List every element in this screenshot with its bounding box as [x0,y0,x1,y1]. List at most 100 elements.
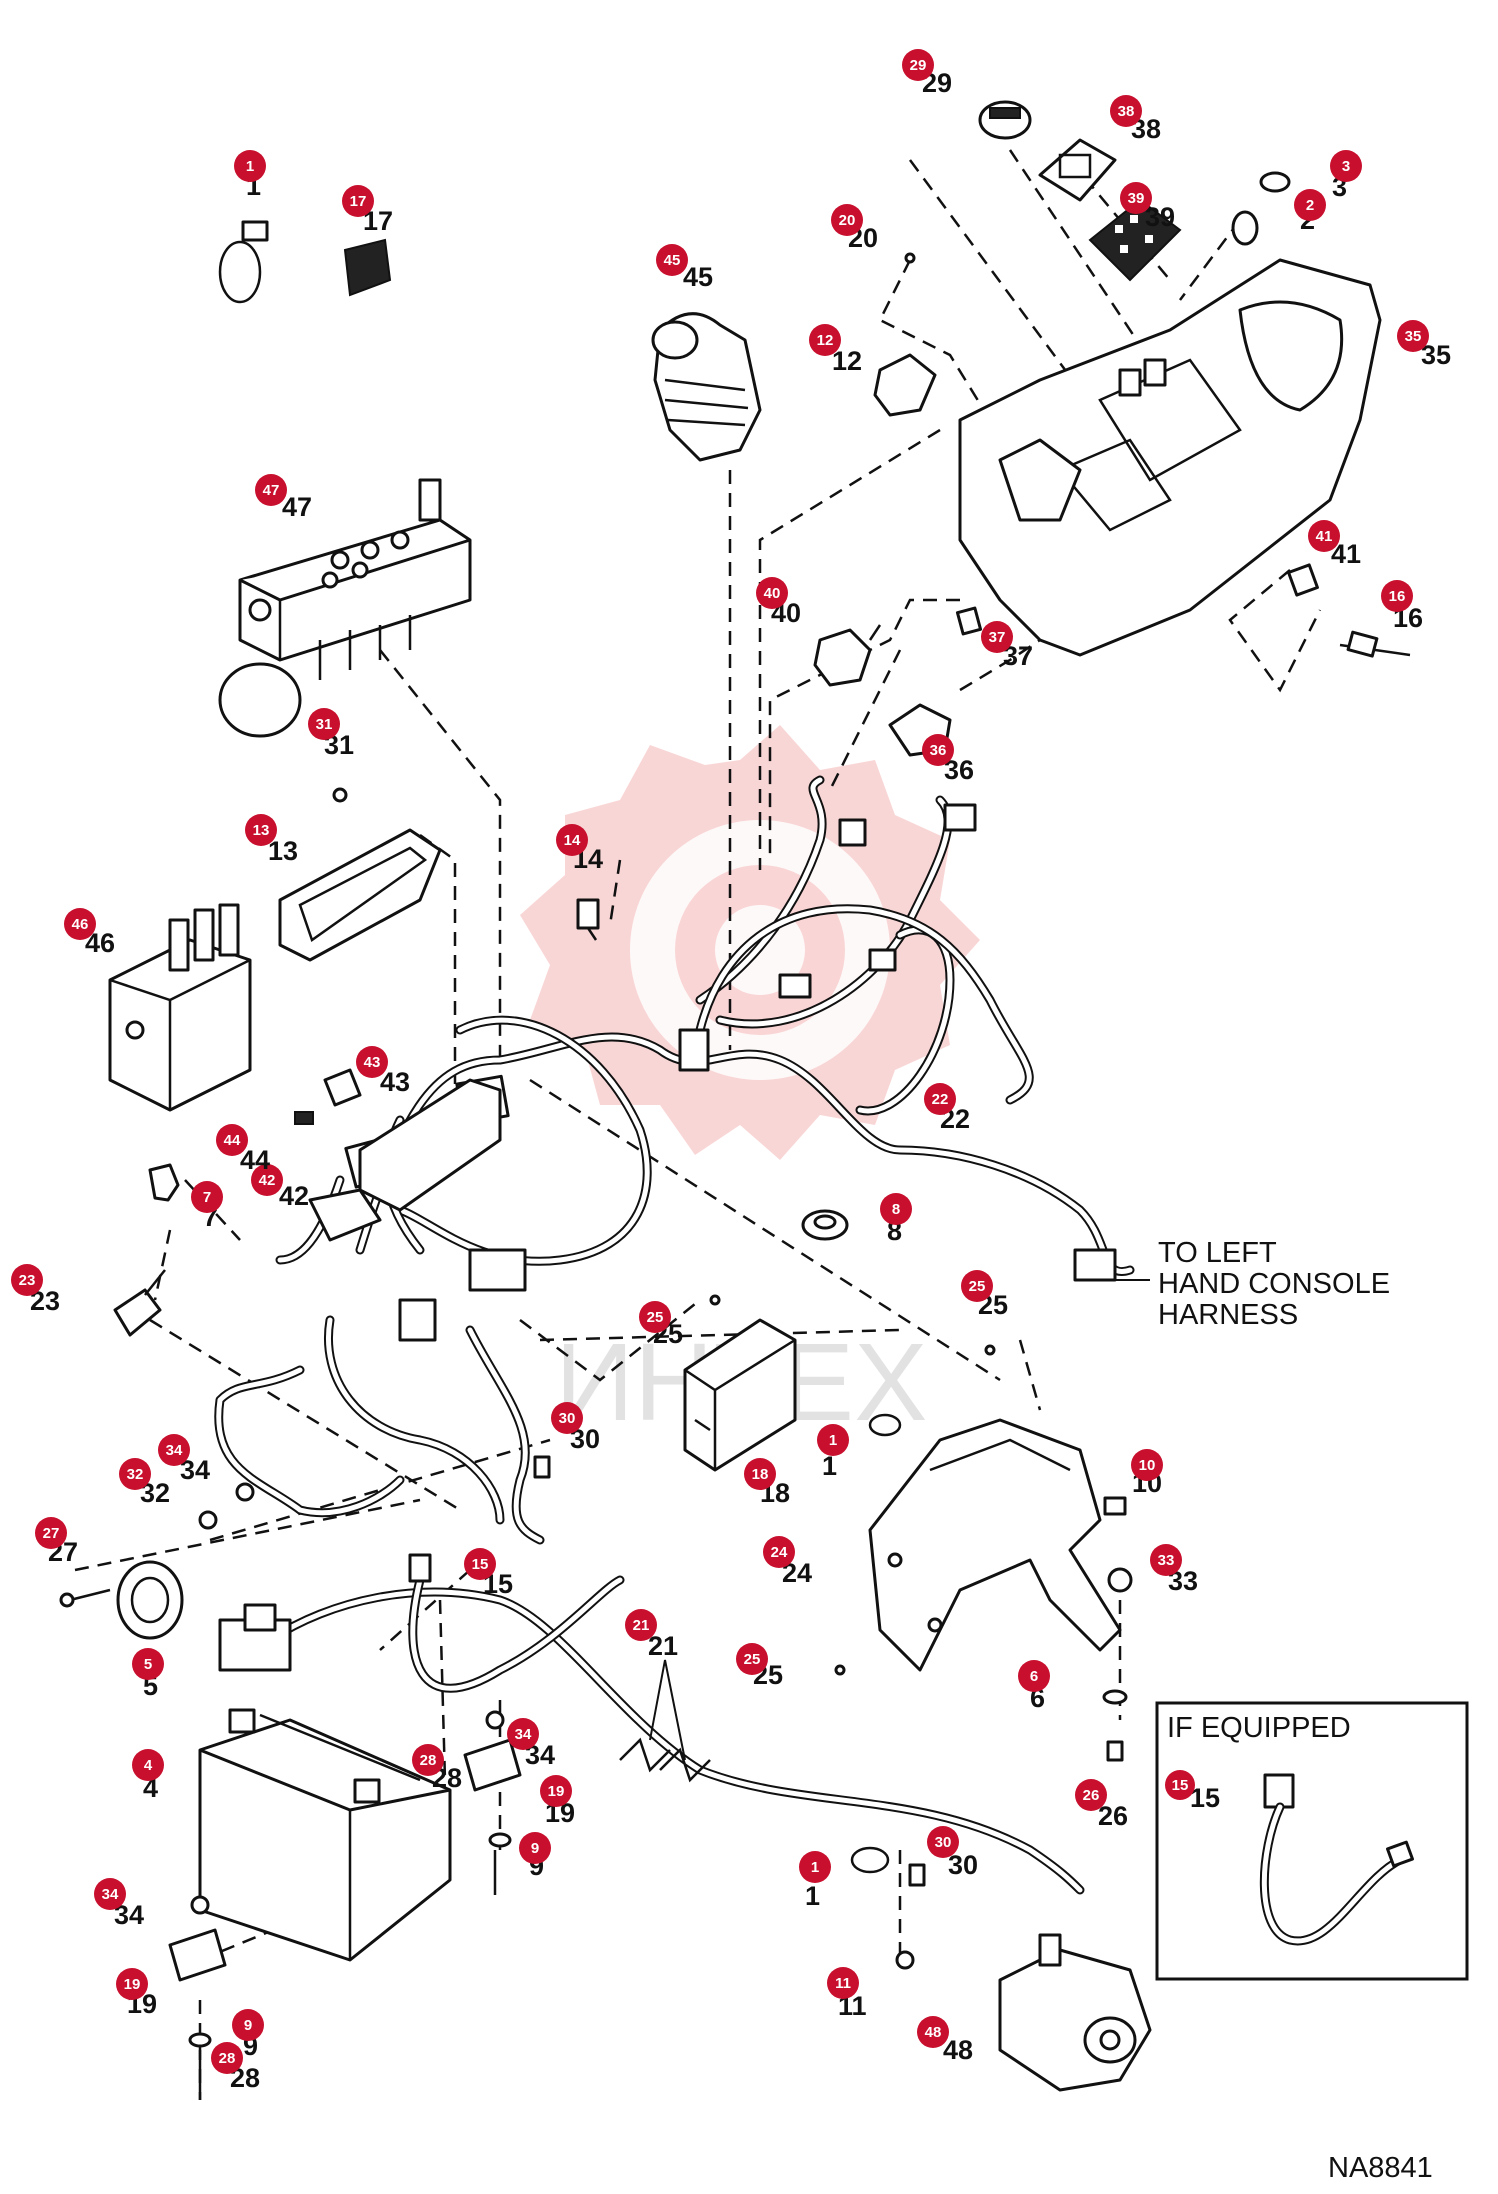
callout-badge-label: 32 [127,1466,144,1483]
callout-badge [216,1124,248,1156]
part-number-label: 30 [948,1850,978,1880]
part-number-label: 1 [805,1881,820,1911]
callouts: 1111112233445566778899991010111112121313… [11,49,1451,2093]
callout-badge [308,708,340,740]
callout-badge [132,1648,164,1680]
callout-badge-label: 28 [219,2050,236,2067]
callout-badge [191,1181,223,1213]
callout-badge [342,185,374,217]
callout-badge-label: 25 [969,1278,986,1295]
callout-badge [356,1046,388,1078]
callout-badge-label: 47 [263,482,280,499]
part-number-label: 43 [380,1067,410,1097]
callout-badge [961,1270,993,1302]
callout-badge [1381,580,1413,612]
callout-badge-label: 38 [1118,103,1135,120]
screw-31-part [332,787,348,803]
callout-badge-label: 21 [633,1617,650,1634]
switch-40-part [813,624,882,687]
document-code: NA8841 [1328,2152,1433,2184]
callout-badge [1120,182,1152,214]
callout-badge [799,1851,831,1883]
callout-badge-label: 40 [764,585,781,602]
callout-badge-label: 5 [144,1656,152,1673]
callout-badge [1397,320,1429,352]
callout-badge-label: 33 [1158,1552,1175,1569]
callout-badge [809,324,841,356]
part-number-label: 21 [648,1631,678,1661]
callout-badge-label: 1 [829,1432,837,1449]
callout-badge [158,1434,190,1466]
callout-badge-label: 37 [989,629,1006,646]
callout-badge [817,1424,849,1456]
callout-badge [556,824,588,856]
inset-title: IF EQUIPPED [1167,1712,1351,1744]
callout-badge [924,1083,956,1115]
plug-41-part [1287,563,1319,597]
callout-badge-label: 18 [752,1466,769,1483]
cable-15-part [408,1553,625,1693]
callout-badge [831,204,863,236]
callout-badge [1330,150,1362,182]
callout-badge-label: 15 [472,1556,489,1573]
callout-badge-label: 27 [43,1525,60,1542]
valve-46-part [108,903,252,1112]
clamp-1-part [218,220,902,1874]
bolt-26-part [1106,1740,1124,1762]
joystick-part [651,312,762,462]
washer-9-part [188,1832,512,2048]
bolt-27-part [59,1588,111,1608]
callout-badge [507,1718,539,1750]
callout-badge-label: 17 [350,193,367,210]
callout-badge [119,1458,151,1490]
callout-badge [639,1301,671,1333]
callout-badge [656,244,688,276]
callout-badge [519,1832,551,1864]
leader-lines [74,149,1322,2100]
harness-note-line-3: HARNESS [1158,1299,1298,1331]
callout-badge-label: 45 [664,252,681,269]
callout-badge-label: 34 [102,1886,119,1903]
battery-4-part [198,1708,452,1962]
cover-13-part [278,828,442,962]
callout-badge [255,474,287,506]
inset-part-badge-label: 15 [1172,1777,1189,1794]
valve-47-part [218,478,472,738]
callout-badge-label: 34 [166,1442,183,1459]
relay-43-part [323,1068,362,1107]
starter-48-part [998,1933,1152,2092]
callout-badge-label: 11 [835,1975,851,1992]
connector-23-part [113,1269,166,1337]
callout-badge [917,2016,949,2048]
nut-34-part [190,1482,505,1915]
callout-badge-label: 25 [744,1651,761,1668]
callout-badge-label: 6 [1030,1668,1038,1685]
controller-18-part [683,1318,797,1472]
callout-badge-label: 8 [892,1201,900,1218]
callout-badge [736,1643,768,1675]
callout-badge [1131,1449,1163,1481]
callout-badge-label: 30 [559,1410,576,1427]
callout-badge-label: 44 [224,1132,241,1149]
knob-part [978,100,1032,140]
switch-part [1038,138,1117,202]
callout-badge [1018,1660,1050,1692]
callout-badge-label: 2 [1306,197,1314,214]
horn-5-part [116,1560,184,1640]
if-equipped-inset: IF EQUIPPED 15 15 [1155,1701,1469,1981]
callout-badge-label: 31 [316,716,333,733]
callout-badge [827,1967,859,1999]
callout-badge [1075,1779,1107,1811]
callout-badge-label: 46 [72,916,89,933]
holddown-19-part [168,1738,522,1982]
plug-37-part [955,606,983,636]
callout-badge-label: 35 [1405,328,1422,345]
callout-badge-label: 23 [19,1272,36,1289]
callout-badge-label: 14 [564,832,581,849]
callout-badge-label: 26 [1083,1787,1100,1804]
diode-44-part [294,1111,314,1125]
harness-note-line-2: HAND CONSOLE [1158,1268,1390,1300]
console-part [958,258,1382,657]
nut-32-part [198,1510,218,1530]
callout-badge-label: 20 [839,212,856,229]
